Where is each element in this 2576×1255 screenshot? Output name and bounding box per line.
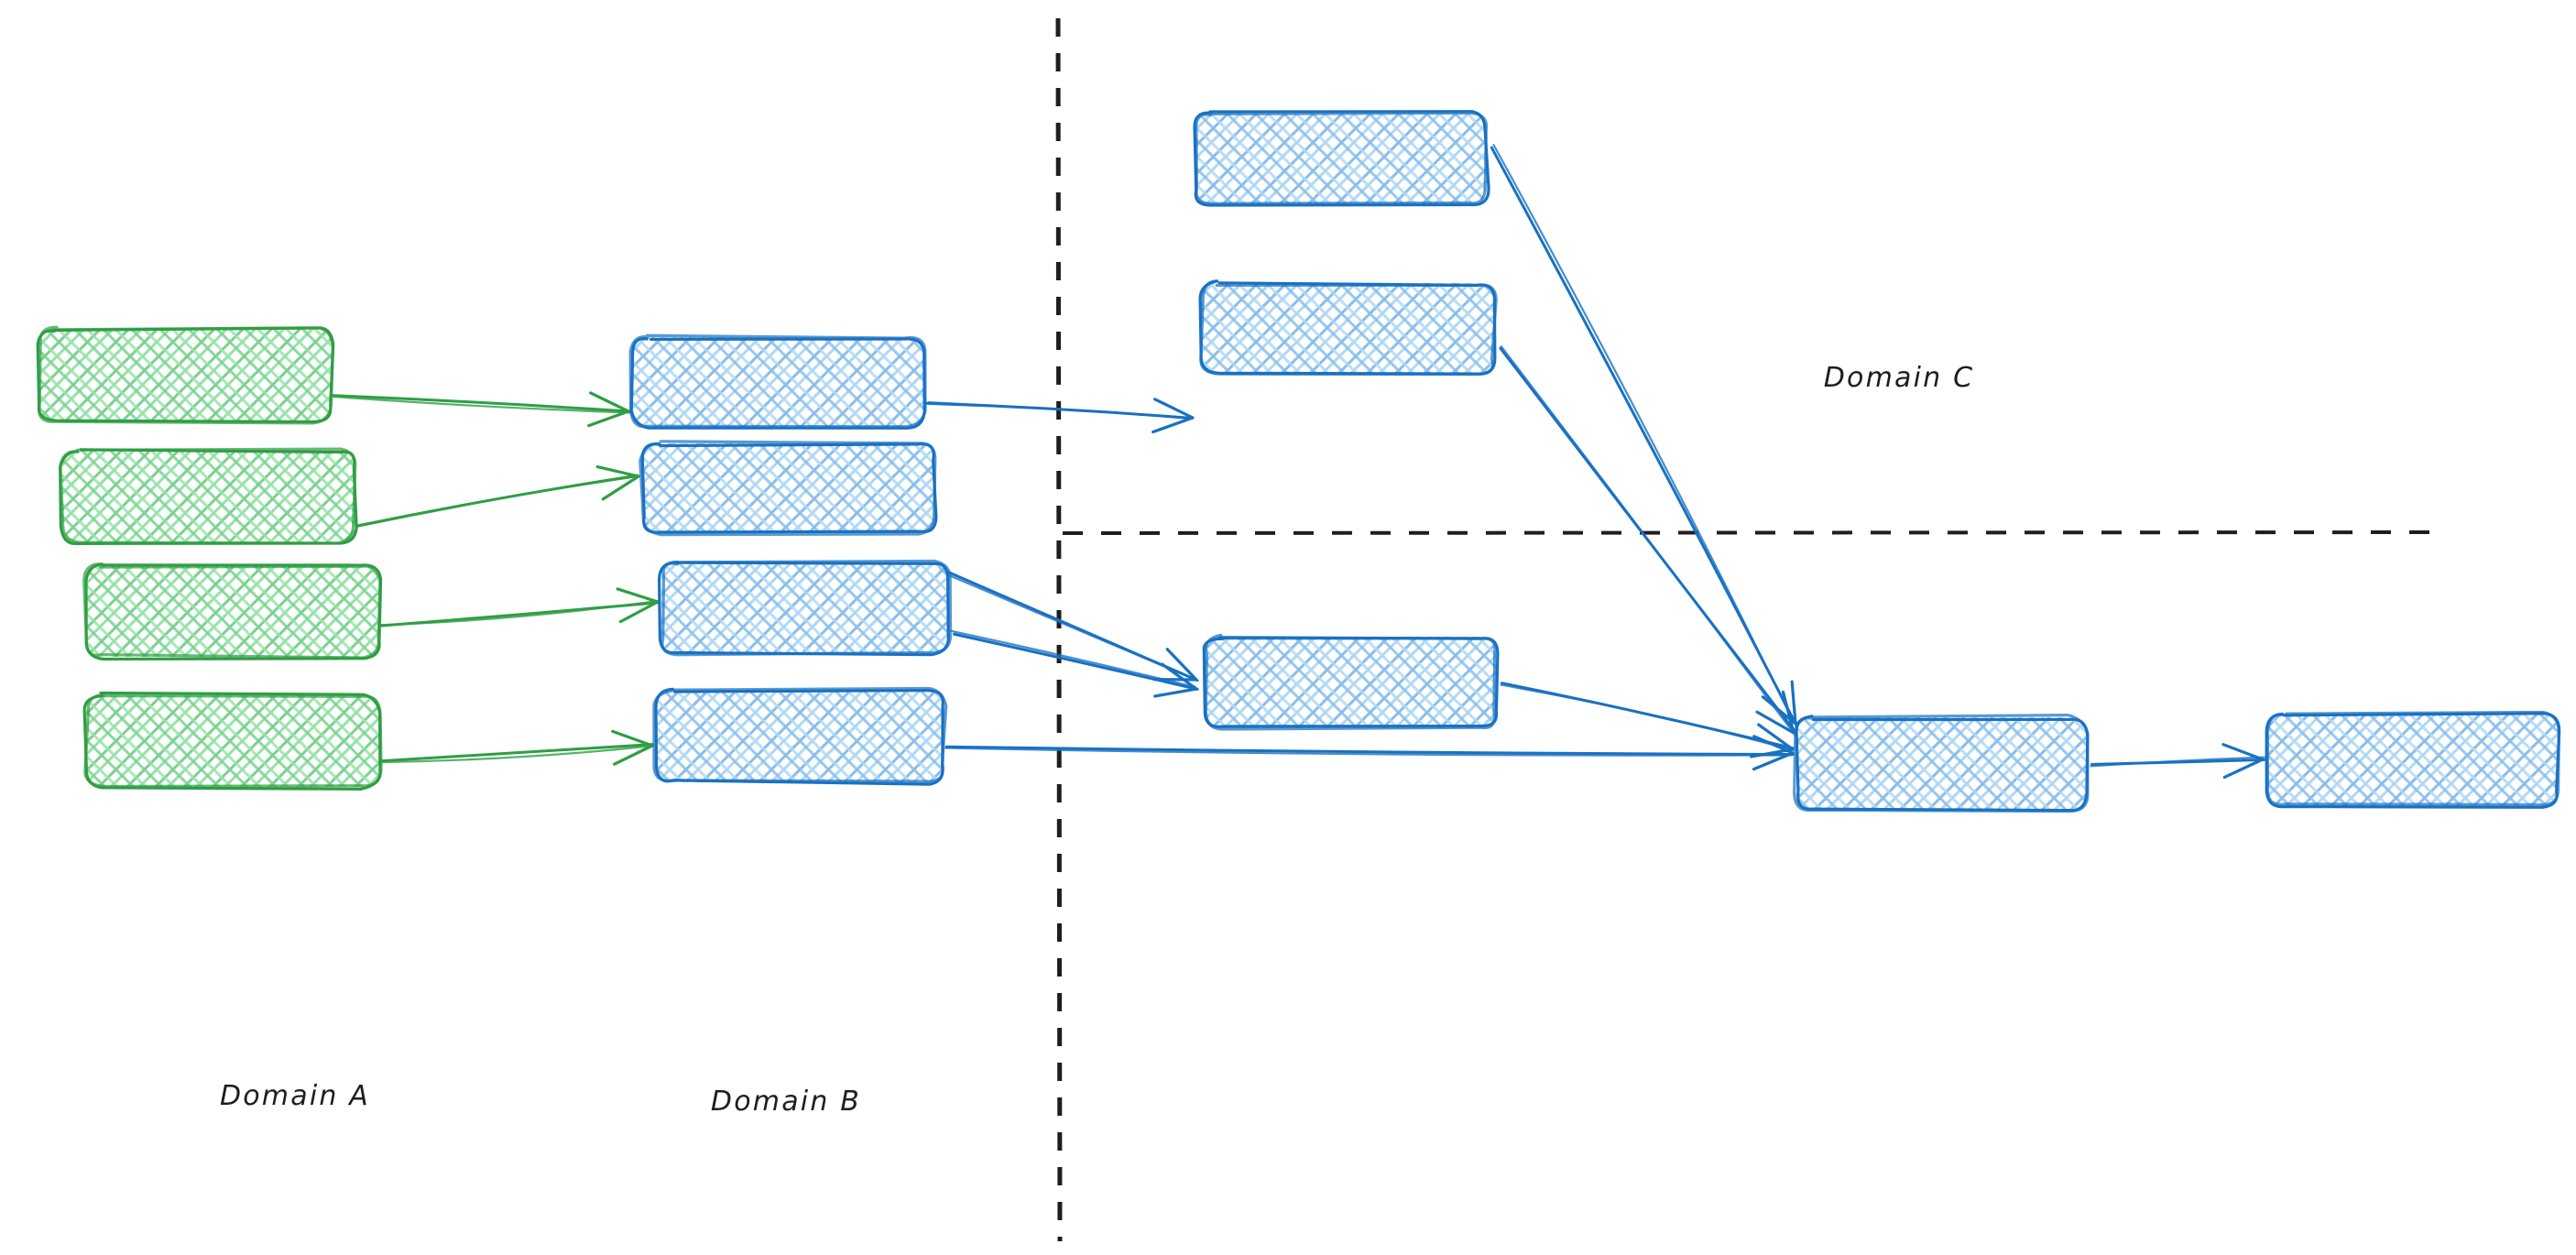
edge-line <box>927 400 1195 420</box>
node-outline <box>660 559 953 657</box>
horizontal-divider <box>1062 530 2449 535</box>
edge-line <box>1500 683 1793 751</box>
node-b2[interactable] <box>639 440 938 537</box>
arrow-head <box>1153 662 1198 698</box>
edge-line <box>331 394 631 413</box>
node-fill <box>632 337 923 427</box>
arrow-head <box>595 464 640 501</box>
edge-a1-to-b1[interactable] <box>331 391 632 428</box>
edge-line <box>953 632 1199 691</box>
edge-line <box>934 569 1199 682</box>
node-b3[interactable] <box>657 559 953 657</box>
node-d1[interactable] <box>1793 714 2090 813</box>
edge-line <box>950 629 1196 689</box>
node-outline <box>1195 111 1489 205</box>
label-domain-a: Domain A <box>220 1080 370 1112</box>
arrow-head <box>1750 723 1795 758</box>
edge-b1-to-c2[interactable] <box>923 398 1195 434</box>
node-fill <box>2268 715 2558 806</box>
node-fill <box>1205 637 1496 728</box>
edge-line <box>377 745 652 764</box>
node-c3[interactable] <box>1202 633 1500 731</box>
node-c2[interactable] <box>1198 279 1498 376</box>
node-outline <box>657 560 950 657</box>
divider-layer <box>1055 17 2449 1242</box>
node-fill <box>661 562 949 654</box>
node-outline <box>1793 714 2090 813</box>
node-b4[interactable] <box>652 686 948 786</box>
edge-line <box>357 475 641 527</box>
edge-line <box>1500 345 1796 737</box>
edge-d1-to-e1[interactable] <box>2090 743 2266 780</box>
node-c1[interactable] <box>1193 110 1490 207</box>
node-fill <box>1195 114 1487 205</box>
node-outline <box>639 440 937 537</box>
node-a1[interactable] <box>36 325 335 425</box>
node-layer <box>36 110 2561 813</box>
edge-line <box>333 395 632 414</box>
label-domain-c: Domain C <box>1824 362 1975 394</box>
node-outline <box>59 447 357 545</box>
label-layer: Domain A Domain B Domain C <box>220 362 1975 1118</box>
edge-b4-to-d1[interactable] <box>944 735 1795 771</box>
arrow-head <box>1755 690 1796 735</box>
node-outline <box>2265 710 2560 807</box>
arrow-head <box>611 729 654 766</box>
edge-b2-to-c3[interactable] <box>934 566 1199 682</box>
node-b1[interactable] <box>628 333 927 430</box>
arrow-head <box>1152 648 1198 682</box>
node-fill <box>656 691 944 782</box>
node-outline <box>1193 110 1490 207</box>
edge-line <box>2090 756 2266 768</box>
node-fill <box>62 451 355 542</box>
arrow-head <box>2221 743 2265 780</box>
arrow-head <box>587 391 630 428</box>
node-e1[interactable] <box>2265 710 2561 809</box>
edge-a3-to-b3[interactable] <box>378 587 660 628</box>
node-a2[interactable] <box>59 447 358 545</box>
arrow-head <box>1152 398 1195 434</box>
edge-c1-to-d1[interactable] <box>1490 144 1798 726</box>
node-a4[interactable] <box>82 691 383 791</box>
node-outline <box>628 333 927 429</box>
edge-c2-to-d1[interactable] <box>1499 345 1796 737</box>
edge-c3-to-d1[interactable] <box>1500 682 1795 758</box>
edge-line <box>377 743 654 763</box>
node-fill <box>86 565 379 657</box>
node-outline <box>83 693 383 789</box>
node-fill <box>1201 283 1494 375</box>
edge-b3-to-c3[interactable] <box>950 629 1199 698</box>
node-fill <box>86 695 379 787</box>
node-a3[interactable] <box>82 562 383 661</box>
edge-line <box>379 599 660 627</box>
edge-line <box>1492 144 1796 725</box>
node-fill <box>1796 717 2086 810</box>
node-outline <box>38 325 335 425</box>
node-fill <box>642 443 934 533</box>
node-fill <box>38 329 332 421</box>
arrow-head <box>616 587 660 624</box>
edge-line <box>944 745 1795 757</box>
node-outline <box>1199 279 1498 376</box>
edge-a4-to-b4[interactable] <box>377 729 654 766</box>
node-outline <box>652 686 948 783</box>
node-outline <box>1204 633 1497 731</box>
edge-a2-to-b2[interactable] <box>356 464 641 528</box>
node-outline <box>82 562 382 660</box>
edge-line <box>944 747 1793 757</box>
vertical-divider <box>1055 17 1063 1242</box>
edge-layer <box>331 144 2266 780</box>
label-domain-b: Domain B <box>711 1086 861 1118</box>
edge-line <box>1490 146 1798 726</box>
